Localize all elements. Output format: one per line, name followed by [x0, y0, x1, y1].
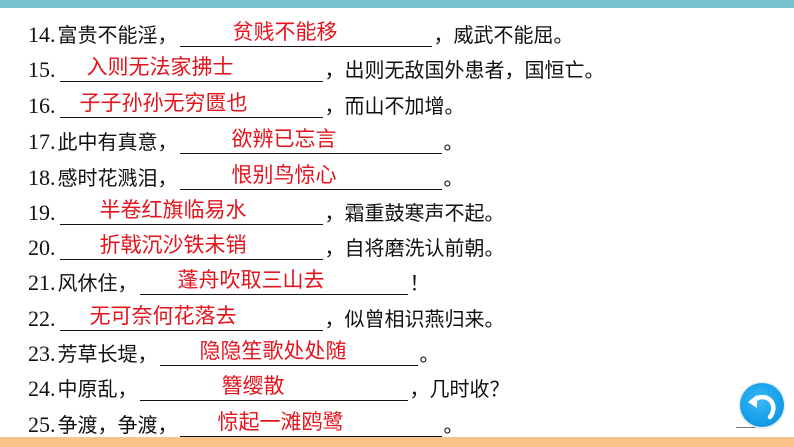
- exercise-line-17: 17. 此中有真意， 欲辨已忘言 。: [28, 124, 464, 154]
- item-number: 24.: [28, 376, 56, 401]
- answer-text: 隐隐笙歌处处随: [199, 339, 347, 363]
- item-number: 22.: [28, 306, 56, 331]
- answer-blank[interactable]: 半卷红旗临易水: [59, 198, 323, 225]
- exercise-line-15: 15. 入则无法家拂士 ，出则无敌国外患者，国恒亡。: [28, 52, 605, 82]
- answer-blank[interactable]: 隐隐笙歌处处随: [159, 339, 418, 366]
- answer-blank[interactable]: 贫贱不能移: [179, 20, 432, 47]
- return-button[interactable]: [740, 383, 784, 427]
- prompt-after: ，自将磨洗认前朝。: [324, 236, 505, 260]
- prompt-after: ，而山不加增。: [324, 94, 465, 118]
- item-number: 23.: [28, 341, 56, 366]
- item-number: 25.: [28, 412, 56, 437]
- prompt-after: 。: [443, 413, 464, 437]
- prompt-before: 风休住，: [57, 271, 138, 295]
- answer-blank[interactable]: 簪缨散: [139, 374, 408, 401]
- answer-blank[interactable]: 子子孙孙无穷匮也: [59, 91, 323, 118]
- exercise-line-25: 25. 争渡，争渡， 惊起一滩鸥鹭 。: [28, 407, 464, 437]
- item-number: 14.: [28, 22, 56, 47]
- answer-text: 欲辨已忘言: [231, 127, 337, 151]
- answer-text: 恨别鸟惊心: [231, 163, 337, 187]
- exercise-line-18: 18. 感时花溅泪， 恨别鸟惊心 。: [28, 160, 464, 190]
- item-number: 16.: [28, 93, 56, 118]
- item-number: 19.: [28, 200, 56, 225]
- prompt-after: 。: [443, 130, 464, 154]
- prompt-after: ，几时收？: [409, 377, 510, 401]
- exercise-line-19: 19. 半卷红旗临易水 ，霜重鼓寒声不起。: [28, 195, 505, 225]
- answer-text: 惊起一滩鸥鹭: [217, 410, 344, 434]
- answer-text: 入则无法家拂士: [86, 55, 234, 79]
- prompt-before: 争渡，争渡，: [57, 413, 178, 437]
- answer-blank[interactable]: 折戟沉沙铁未销: [59, 233, 323, 260]
- item-number: 15.: [28, 57, 56, 82]
- exercise-line-24: 24. 中原乱， 簪缨散 ，几时收？: [28, 371, 510, 401]
- exercise-line-20: 20. 折戟沉沙铁未销 ，自将磨洗认前朝。: [28, 230, 505, 260]
- prompt-before: 富贵不能淫，: [57, 23, 178, 47]
- answer-blank[interactable]: 欲辨已忘言: [179, 127, 442, 154]
- answer-text: 子子孙孙无穷匮也: [79, 91, 248, 115]
- answer-text: 半卷红旗临易水: [99, 198, 247, 222]
- prompt-after: ！: [409, 271, 430, 295]
- exercise-line-22: 22. 无可奈何花落去 ，似曾相识燕归来。: [28, 301, 505, 331]
- item-number: 21.: [28, 270, 56, 295]
- exercise-line-14: 14. 富贵不能淫， 贫贱不能移 ，威武不能屈。: [28, 17, 574, 47]
- prompt-before: 此中有真意，: [57, 130, 178, 154]
- bottom-accent-bar: [0, 437, 794, 447]
- answer-blank[interactable]: 惊起一滩鸥鹭: [179, 410, 442, 437]
- answer-blank[interactable]: 无可奈何花落去: [59, 304, 323, 331]
- item-number: 17.: [28, 129, 56, 154]
- answer-blank[interactable]: 入则无法家拂士: [59, 55, 323, 82]
- answer-blank[interactable]: 恨别鸟惊心: [179, 163, 442, 190]
- return-arrow-icon: [748, 394, 776, 420]
- answer-blank[interactable]: 蓬舟吹取三山去: [139, 268, 408, 295]
- prompt-before: 中原乱，: [57, 377, 138, 401]
- item-number: 18.: [28, 165, 56, 190]
- prompt-after: 。: [443, 166, 464, 190]
- prompt-after: ，似曾相识燕归来。: [324, 307, 505, 331]
- prompt-after: ，威武不能屈。: [433, 23, 574, 47]
- prompt-before: 感时花溅泪，: [57, 166, 178, 190]
- prompt-before: 芳草长堤，: [57, 342, 158, 366]
- answer-text: 无可奈何花落去: [89, 304, 237, 328]
- item-number: 20.: [28, 235, 56, 260]
- exercise-line-16: 16. 子子孙孙无穷匮也 ，而山不加增。: [28, 88, 465, 118]
- answer-text: 贫贱不能移: [232, 20, 338, 44]
- exercise-line-23: 23. 芳草长堤， 隐隐笙歌处处随 。: [28, 336, 440, 366]
- prompt-after: ，出则无敌国外患者，国恒亡。: [324, 58, 605, 82]
- exercise-line-21: 21. 风休住， 蓬舟吹取三山去 ！: [28, 265, 430, 295]
- top-accent-bar: [0, 0, 794, 8]
- answer-text: 蓬舟吹取三山去: [177, 268, 325, 292]
- answer-text: 折戟沉沙铁未销: [99, 233, 247, 257]
- prompt-after: ，霜重鼓寒声不起。: [324, 201, 505, 225]
- prompt-after: 。: [419, 342, 440, 366]
- return-button-shadow: [736, 427, 756, 428]
- answer-text: 簪缨散: [221, 374, 285, 398]
